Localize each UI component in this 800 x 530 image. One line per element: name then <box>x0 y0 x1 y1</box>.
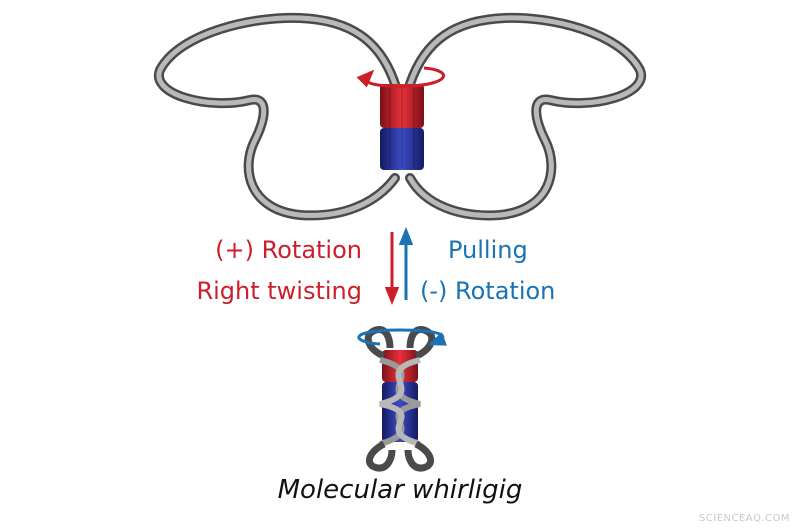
extended-dna-loops <box>153 12 647 221</box>
top-magnet <box>380 84 424 170</box>
caption: Molecular whirligig <box>277 475 523 505</box>
pulling-label: Pulling <box>448 236 528 264</box>
neg-rotation-label: (-) Rotation <box>420 277 556 305</box>
right-twisting-label: Right twisting <box>196 277 362 305</box>
twisted-dna-loops <box>364 326 436 472</box>
top-rotation-arrow <box>356 66 445 88</box>
pos-rotation-label: (+) Rotation <box>215 236 362 264</box>
watermark: SCIENCEAQ.COM <box>698 513 790 524</box>
bottom-rotation-arrow <box>357 328 447 346</box>
